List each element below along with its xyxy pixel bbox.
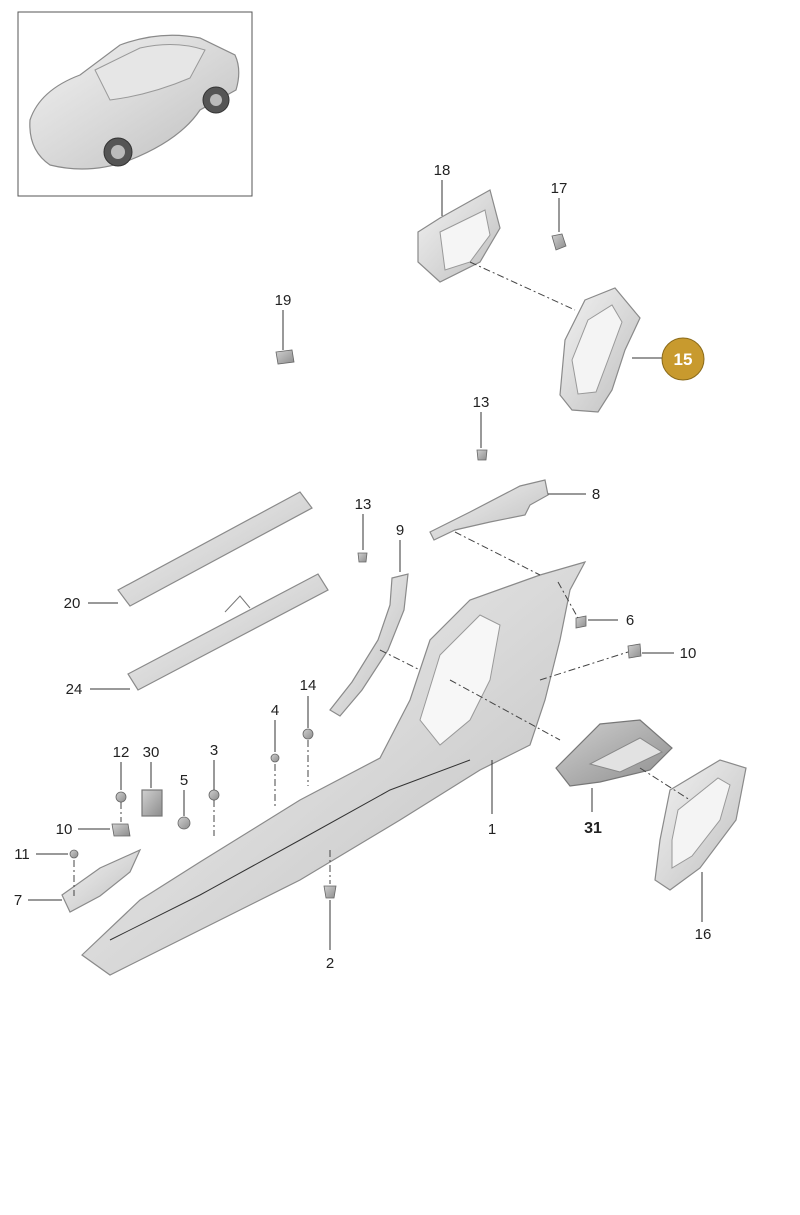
part-24-sill-plate	[127, 573, 329, 691]
callout-31: 31	[584, 820, 602, 837]
callout-14: 14	[300, 677, 317, 694]
callout-10-left: 10	[56, 821, 73, 838]
highlight-badge-label: 15	[674, 350, 693, 369]
callout-9: 9	[396, 522, 404, 539]
callout-13-upper: 13	[473, 394, 490, 411]
callout-4: 4	[271, 702, 279, 719]
assembly-lines	[73, 261, 691, 896]
part-8-bracket	[429, 479, 549, 541]
car-thumbnail	[17, 11, 253, 197]
callout-3: 3	[210, 742, 218, 759]
callout-6: 6	[626, 612, 634, 629]
part-30-pad	[141, 789, 163, 817]
part-19-screw	[275, 349, 295, 365]
part-13-clip-lower	[357, 552, 368, 563]
callout-7: 7	[14, 892, 22, 909]
callout-11: 11	[14, 846, 30, 863]
part-6-clip	[575, 615, 587, 629]
part-20-sill-plate	[117, 491, 313, 607]
part-10-clip-right	[627, 643, 642, 659]
callout-2: 2	[326, 955, 334, 972]
callout-8: 8	[592, 486, 600, 503]
part-4-clip	[270, 753, 280, 763]
callout-19: 19	[275, 292, 292, 309]
callout-13-lower: 13	[355, 496, 372, 513]
callout-10-right: 10	[680, 645, 697, 662]
part-3-clip	[208, 789, 220, 801]
part-2-clip	[323, 885, 337, 899]
callout-labels: 18 17 19 13 8 13 9 20 6 10 24 14 4 12 30…	[14, 162, 712, 972]
callout-17: 17	[551, 180, 568, 197]
highlight-badge-circle	[661, 337, 705, 381]
part-11-screw	[69, 849, 79, 859]
part-14-clip	[302, 728, 314, 740]
part-1-side-panel	[81, 561, 587, 976]
callout-5: 5	[180, 772, 188, 789]
part-13-clip-upper	[476, 449, 488, 461]
part-7-bracket	[61, 848, 142, 913]
callout-12: 12	[113, 744, 130, 761]
part-9-seal	[329, 573, 409, 717]
part-17-clip	[551, 233, 567, 251]
part-10-clip-left	[111, 823, 131, 837]
leader-lines	[28, 180, 703, 950]
highlight-badge-15[interactable]: 15	[661, 337, 705, 381]
callout-20: 20	[64, 595, 81, 612]
part-12-clip	[115, 791, 127, 803]
callout-24: 24	[66, 681, 83, 698]
callout-16: 16	[695, 926, 712, 943]
callout-18: 18	[434, 162, 451, 179]
callout-30: 30	[143, 744, 160, 761]
callout-1: 1	[488, 821, 496, 838]
part-5-clip	[177, 816, 191, 830]
